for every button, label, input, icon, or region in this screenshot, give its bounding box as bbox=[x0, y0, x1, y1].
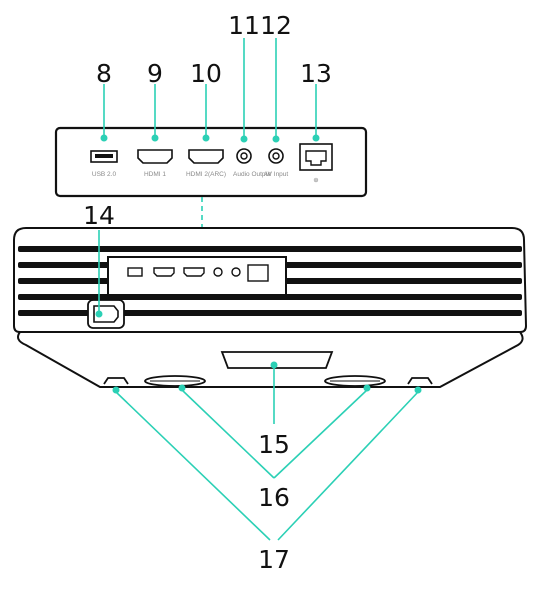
port-panel-zoom: USB 2.0 HDMI 1 HDMI 2(ARC) Audio Output … bbox=[54, 126, 368, 198]
bottom-slot bbox=[220, 351, 334, 369]
callout-dot-17-right bbox=[414, 386, 422, 394]
hdmi2-port-label: HDMI 2(ARC) bbox=[186, 171, 226, 178]
hdmi1-port-label: HDMI 1 bbox=[144, 171, 166, 178]
callout-dot-15 bbox=[270, 361, 278, 369]
hdmi1-port-icon bbox=[137, 149, 173, 164]
usb-port-tongue bbox=[95, 154, 113, 158]
callout-10: 10 bbox=[190, 59, 222, 88]
callout-dot-14 bbox=[95, 310, 103, 318]
callout-lines-16 bbox=[181, 389, 368, 479]
callout-lines-top bbox=[103, 38, 317, 137]
callout-12: 12 bbox=[260, 11, 292, 40]
foot-left bbox=[103, 377, 129, 385]
projector-port-panel bbox=[107, 256, 287, 296]
callout-dot-17-left bbox=[112, 386, 120, 394]
usb-port-label: USB 2.0 bbox=[92, 171, 117, 178]
lan-port-socket bbox=[305, 150, 327, 166]
callout-dot-16-right bbox=[363, 384, 371, 392]
audio-output-label: Audio Output bbox=[233, 171, 271, 178]
callout-lines-17 bbox=[115, 391, 419, 541]
callout-dots-top bbox=[100, 134, 320, 143]
callout-16: 16 bbox=[258, 483, 290, 512]
callout-17: 17 bbox=[258, 545, 290, 574]
callout-dot-16-left bbox=[178, 384, 186, 392]
lan-network-icon: ⊕ bbox=[313, 177, 319, 184]
callout-8: 8 bbox=[96, 59, 112, 88]
power-socket-icon bbox=[87, 299, 125, 329]
callout-14: 14 bbox=[83, 201, 115, 230]
hdmi2-port-icon bbox=[188, 149, 224, 164]
av-input-jack-hole bbox=[272, 152, 280, 160]
callout-15: 15 bbox=[258, 430, 290, 459]
foot-right bbox=[407, 377, 433, 385]
callout-9: 9 bbox=[147, 59, 163, 88]
callout-11: 11 bbox=[228, 11, 260, 40]
av-input-label: AV Input bbox=[264, 171, 289, 178]
audio-output-jack-hole bbox=[240, 152, 248, 160]
callout-13: 13 bbox=[300, 59, 332, 88]
